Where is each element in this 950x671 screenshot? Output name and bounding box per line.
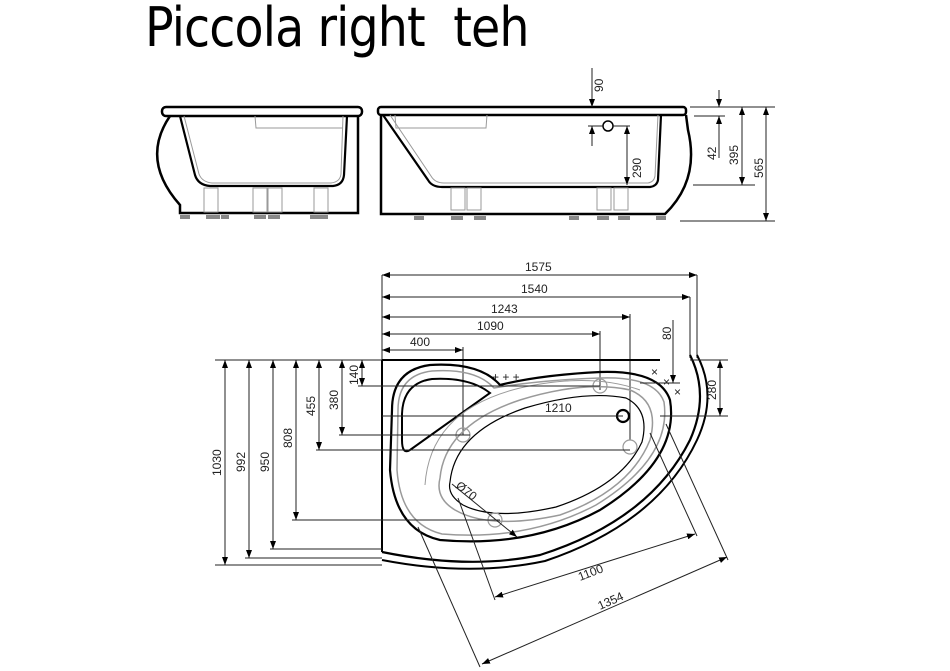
- drawing-title: Piccola right teh: [145, 0, 529, 59]
- dim-1354: 1354: [596, 589, 626, 613]
- dim-overflow-height: 290: [630, 158, 644, 178]
- dim-400: 400: [410, 335, 430, 349]
- dim-rim-thickness: 42: [705, 146, 719, 160]
- dim-1090: 1090: [477, 319, 504, 333]
- side-view-left: [155, 105, 364, 219]
- cross-marker-3: ×: [674, 385, 681, 399]
- dim-80: 80: [660, 326, 674, 340]
- top-view: [215, 272, 729, 668]
- dim-inner-depth: 395: [727, 145, 741, 165]
- dim-1540: 1540: [521, 282, 548, 296]
- dim-1100: 1100: [576, 561, 605, 583]
- dim-808: 808: [281, 428, 295, 448]
- cross-marker-2: ×: [663, 375, 670, 389]
- dim-1243: 1243: [491, 302, 518, 316]
- dim-992: 992: [234, 452, 248, 472]
- dim-280: 280: [705, 380, 719, 400]
- dim-380: 380: [327, 390, 341, 410]
- dim-total-height: 565: [752, 158, 766, 178]
- dim-140: 140: [347, 365, 361, 385]
- dim-drain-diameter: Ø70: [453, 478, 480, 503]
- side-view-right: [376, 68, 775, 222]
- dim-455: 455: [304, 396, 318, 416]
- dim-overflow-offset: 90: [592, 78, 606, 92]
- dim-950: 950: [258, 452, 272, 472]
- dim-1575: 1575: [525, 260, 552, 274]
- dim-1210: 1210: [545, 401, 572, 415]
- plus-markers: + + +: [492, 370, 520, 384]
- dim-1030: 1030: [210, 449, 224, 476]
- cross-marker-1: ×: [651, 365, 658, 379]
